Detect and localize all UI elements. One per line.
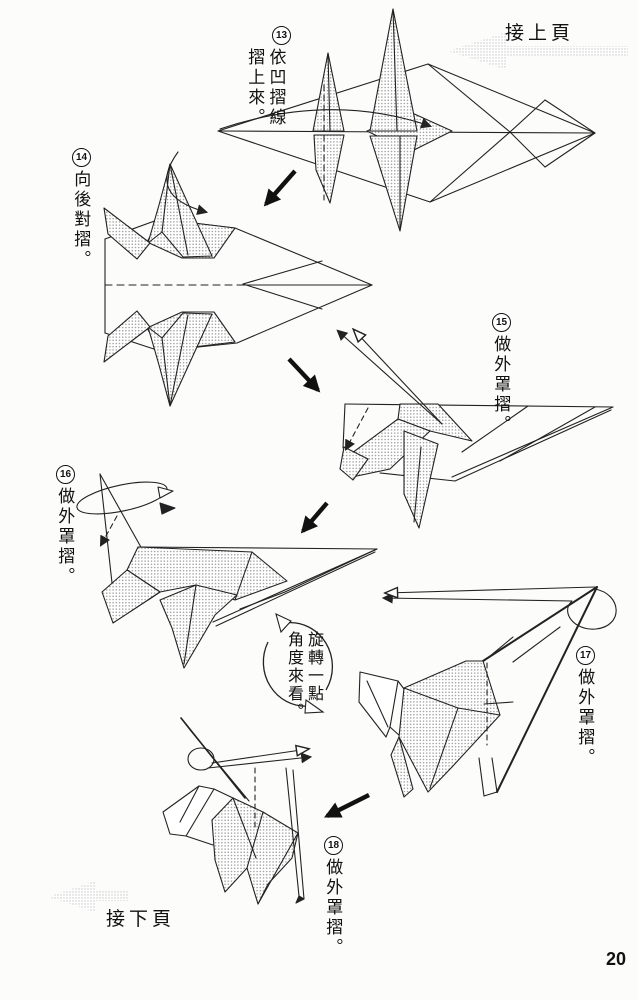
diagram-step-18 (162, 717, 313, 905)
step-18-label: 做外罩摺。 (323, 858, 343, 958)
step-14-label: 向後對摺。 (71, 170, 91, 270)
next-page-label: 接下頁 (106, 909, 176, 930)
step-13-label: 依凹摺線摺上來。 (245, 48, 286, 128)
prev-page-label: 接上頁 (505, 23, 575, 44)
step-arrow-17-to-18 (324, 793, 370, 818)
step-16-label: 做外罩摺。 (55, 487, 75, 587)
step-17-number: 17 (576, 646, 595, 665)
rotation-note-line1: 旋轉一點 (305, 631, 322, 703)
diagram-step-15 (336, 330, 614, 529)
diagram-step-16 (76, 473, 378, 669)
step-arrow-13-to-14 (263, 169, 297, 207)
diagram-step-13 (217, 8, 596, 232)
diagram-step-14 (103, 151, 373, 407)
prev-page-arrow (448, 32, 628, 70)
rotation-note: 旋轉一點 角度來看。 (283, 631, 323, 733)
step-15-number: 15 (492, 313, 511, 332)
step-arrow-14-to-15 (287, 357, 321, 393)
rotation-note-line2: 角度來看。 (285, 631, 302, 721)
rotation-arrows (262, 612, 333, 714)
step-arrow-15-to-16 (300, 501, 329, 534)
step-18-number: 18 (324, 836, 343, 855)
next-page-arrow (48, 881, 128, 912)
page-number: 20 (605, 949, 626, 969)
step-16-number: 16 (56, 465, 75, 484)
step-13-number: 13 (272, 26, 291, 45)
step-14-number: 14 (72, 148, 91, 167)
step-17-label: 做外罩摺。 (575, 668, 595, 768)
step-15-label: 做外罩摺。 (491, 335, 511, 435)
diagram-step-17 (358, 586, 617, 798)
